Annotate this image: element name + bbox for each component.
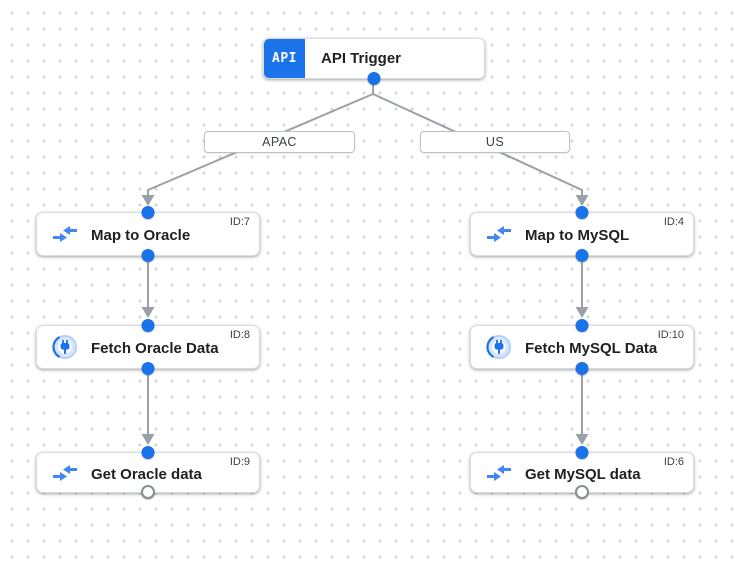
arrowhead-icon — [141, 307, 155, 318]
output-port[interactable] — [141, 362, 155, 375]
node-id-badge: ID:4 — [663, 216, 684, 228]
node-title: Fetch Oracle Data — [91, 340, 219, 357]
branch-label-apac[interactable]: APAC — [204, 131, 355, 153]
data-mapping-icon — [486, 221, 512, 247]
arrowhead-icon — [575, 307, 589, 318]
trigger-title: API Trigger — [321, 50, 402, 67]
input-port[interactable] — [141, 319, 155, 332]
connector-icon — [486, 334, 512, 360]
end-marker — [575, 485, 589, 499]
edge-trigger-us — [372, 93, 583, 197]
node-title: Get MySQL data — [525, 465, 641, 483]
node-title: Map to MySQL — [525, 227, 630, 244]
input-port[interactable] — [575, 446, 589, 459]
node-title: Fetch MySQL Data — [525, 340, 658, 357]
output-port[interactable] — [575, 249, 589, 262]
end-marker — [141, 485, 155, 499]
node-id-badge: ID:7 — [229, 216, 250, 228]
api-icon-label: API — [272, 51, 297, 66]
task-node-fetch-oracle-data[interactable]: Fetch Oracle Data ID:8 — [36, 319, 260, 375]
data-mapping-icon — [486, 460, 512, 486]
api-trigger-icon: API — [264, 39, 305, 78]
node-title: Map to Oracle — [91, 227, 191, 244]
task-node-map-to-oracle[interactable]: Map to Oracle ID:7 — [36, 206, 260, 262]
branch-label-us[interactable]: US — [420, 131, 570, 153]
output-port[interactable] — [141, 249, 155, 262]
node-title: Get Oracle data — [91, 465, 202, 483]
arrowhead-icon — [141, 195, 155, 206]
node-id-badge: ID:6 — [663, 456, 684, 468]
task-node-fetch-mysql-data[interactable]: Fetch MySQL Data ID:10 — [470, 319, 694, 375]
input-port[interactable] — [141, 446, 155, 459]
arrowhead-icon — [575, 195, 589, 206]
node-id-badge: ID:8 — [229, 329, 250, 341]
node-id-badge: ID:9 — [229, 456, 250, 468]
task-node-get-mysql-data[interactable]: Get MySQL data ID:6 — [470, 446, 694, 499]
data-mapping-icon — [52, 460, 78, 486]
output-port[interactable] — [367, 72, 381, 85]
trigger-node-api[interactable]: API API Trigger — [263, 38, 485, 85]
task-node-get-oracle-data[interactable]: Get Oracle data ID:9 — [36, 446, 260, 499]
connector-icon — [52, 334, 78, 360]
data-mapping-icon — [52, 221, 78, 247]
input-port[interactable] — [141, 206, 155, 219]
input-port[interactable] — [575, 206, 589, 219]
task-node-map-to-mysql[interactable]: Map to MySQL ID:4 — [470, 206, 694, 262]
input-port[interactable] — [575, 319, 589, 332]
node-id-badge: ID:10 — [657, 329, 684, 341]
arrowhead-icon — [575, 434, 589, 445]
arrowhead-icon — [141, 434, 155, 445]
output-port[interactable] — [575, 362, 589, 375]
